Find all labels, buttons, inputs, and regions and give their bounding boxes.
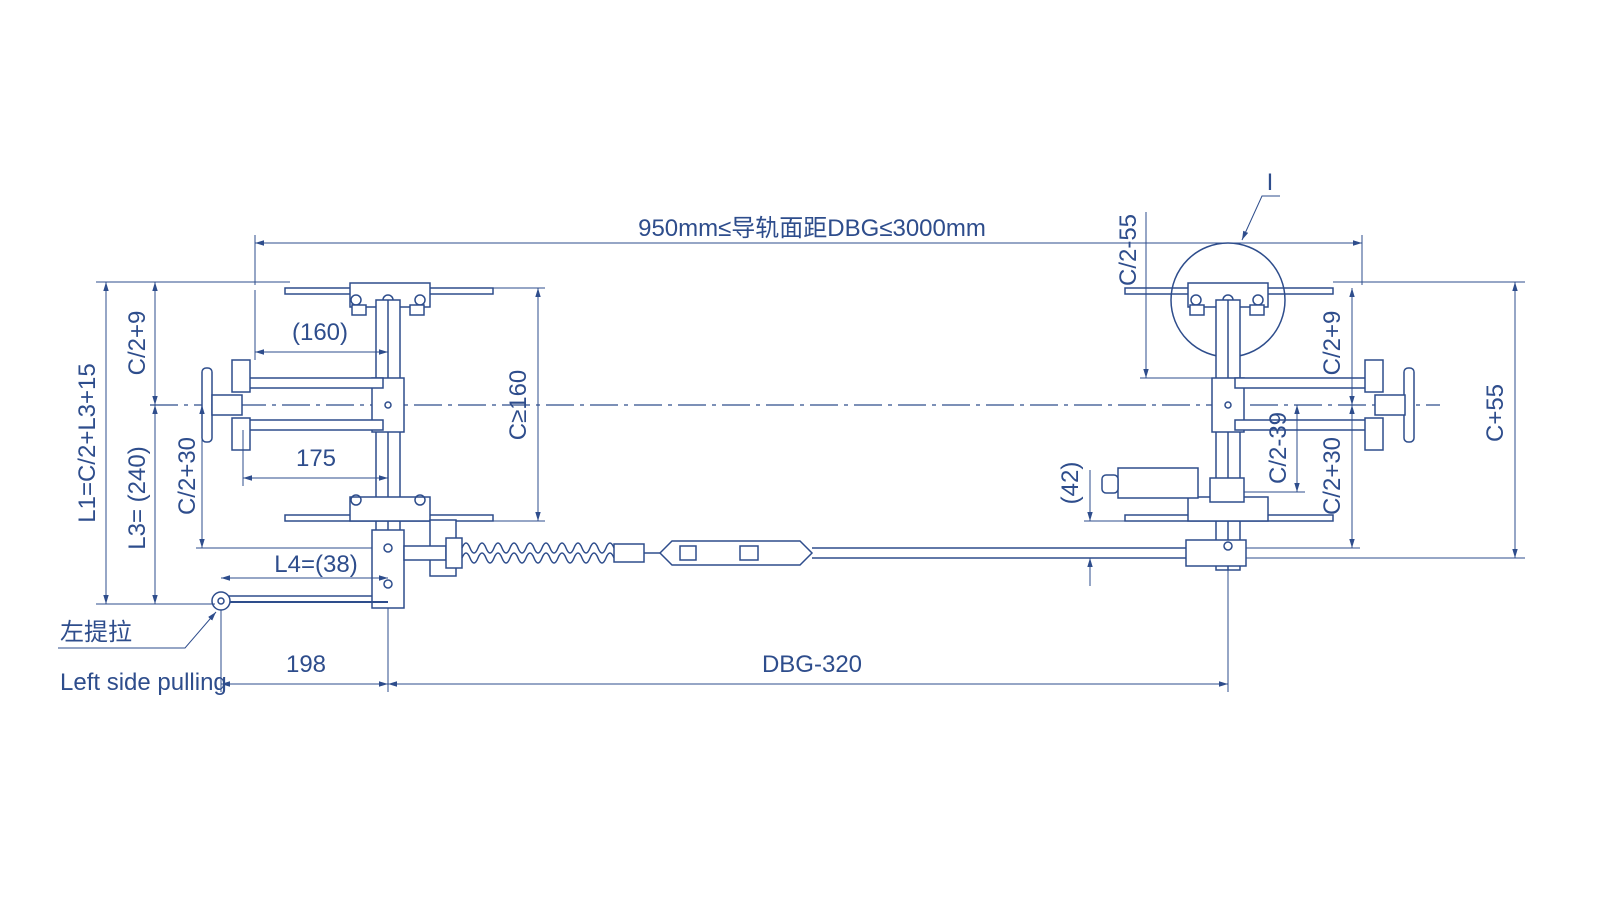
dim-l3-label: L3= (240) — [124, 446, 151, 549]
dim-42-label: (42) — [1057, 462, 1084, 505]
detail-mark-label: I — [1267, 169, 1274, 196]
dim-dbg-minus-320-label: DBG-320 — [762, 651, 862, 678]
dimension-labels: 950mm≤导轨面距DBG≤3000mm I (160) 175 L4=(38)… — [60, 169, 1509, 696]
dim-c2-minus55-label: C/2-55 — [1115, 214, 1142, 286]
dim-l1-label: L1=C/2+L3+15 — [74, 363, 101, 522]
dim-c2-plus30-left-label: C/2+30 — [174, 437, 201, 515]
dim-198-label: 198 — [286, 651, 326, 678]
dim-c2-plus30-right-label: C/2+30 — [1319, 437, 1346, 515]
dim-c2-minus39-label: C/2-39 — [1265, 412, 1292, 484]
dbg-range-label: 950mm≤导轨面距DBG≤3000mm — [638, 215, 986, 242]
note-cn-label: 左提拉 — [60, 619, 132, 646]
dim-c2-plus9-right-label: C/2+9 — [1319, 311, 1346, 376]
dim-l4-label: L4=(38) — [274, 551, 357, 578]
note-en-label: Left side pulling — [60, 669, 227, 696]
linkage-spring-rod — [403, 537, 1200, 569]
dim-c-ge-160-label: C≥160 — [505, 370, 532, 441]
dim-160-label: (160) — [292, 319, 348, 346]
dimension-lines — [58, 195, 1525, 692]
dim-c2-plus9-left-label: C/2+9 — [124, 311, 151, 376]
dim-c-plus55-label: C+55 — [1482, 384, 1509, 442]
dim-175-label: 175 — [296, 445, 336, 472]
